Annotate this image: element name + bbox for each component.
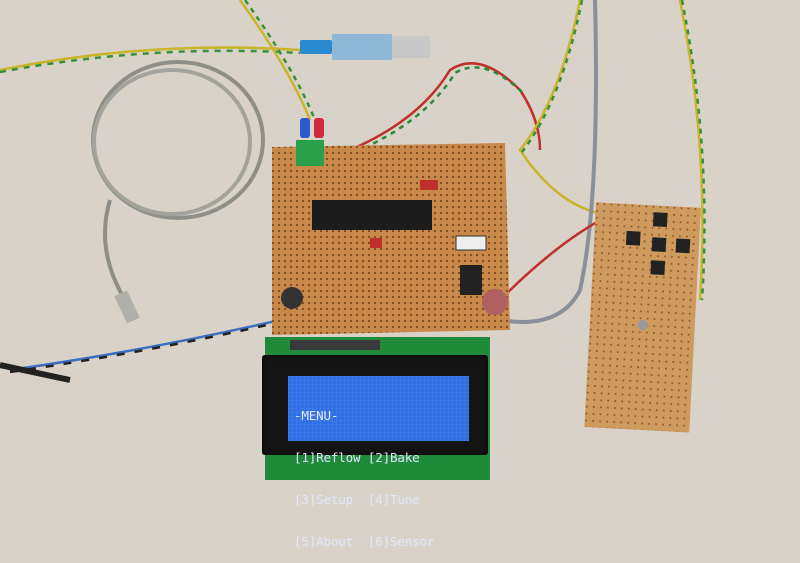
lcd-header-pins: [290, 340, 380, 350]
terminal-block: [296, 140, 324, 166]
thermocouple-probe: [114, 290, 140, 324]
lcd-line-menu-2: [3]Setup [4]Tune: [294, 492, 420, 507]
lcd-screen: -MENU- [1]Reflow [2]Bake [3]Setup [4]Tun…: [288, 376, 469, 549]
microcontroller-chip: [312, 200, 432, 230]
thermocouple-coil: [91, 60, 265, 321]
button-board: [584, 202, 701, 433]
lcd-line-menu-3: [5]About [6]Sensor: [294, 534, 435, 549]
wires: [0, 0, 706, 374]
lcd-line-menu-1: [1]Reflow [2]Bake: [294, 450, 420, 465]
probe-clip: [0, 362, 71, 383]
usb-serial-adapter: [300, 34, 430, 60]
main-perfboard: [272, 118, 510, 335]
knob: [482, 289, 508, 315]
lcd-line-title: -MENU-: [294, 408, 339, 423]
